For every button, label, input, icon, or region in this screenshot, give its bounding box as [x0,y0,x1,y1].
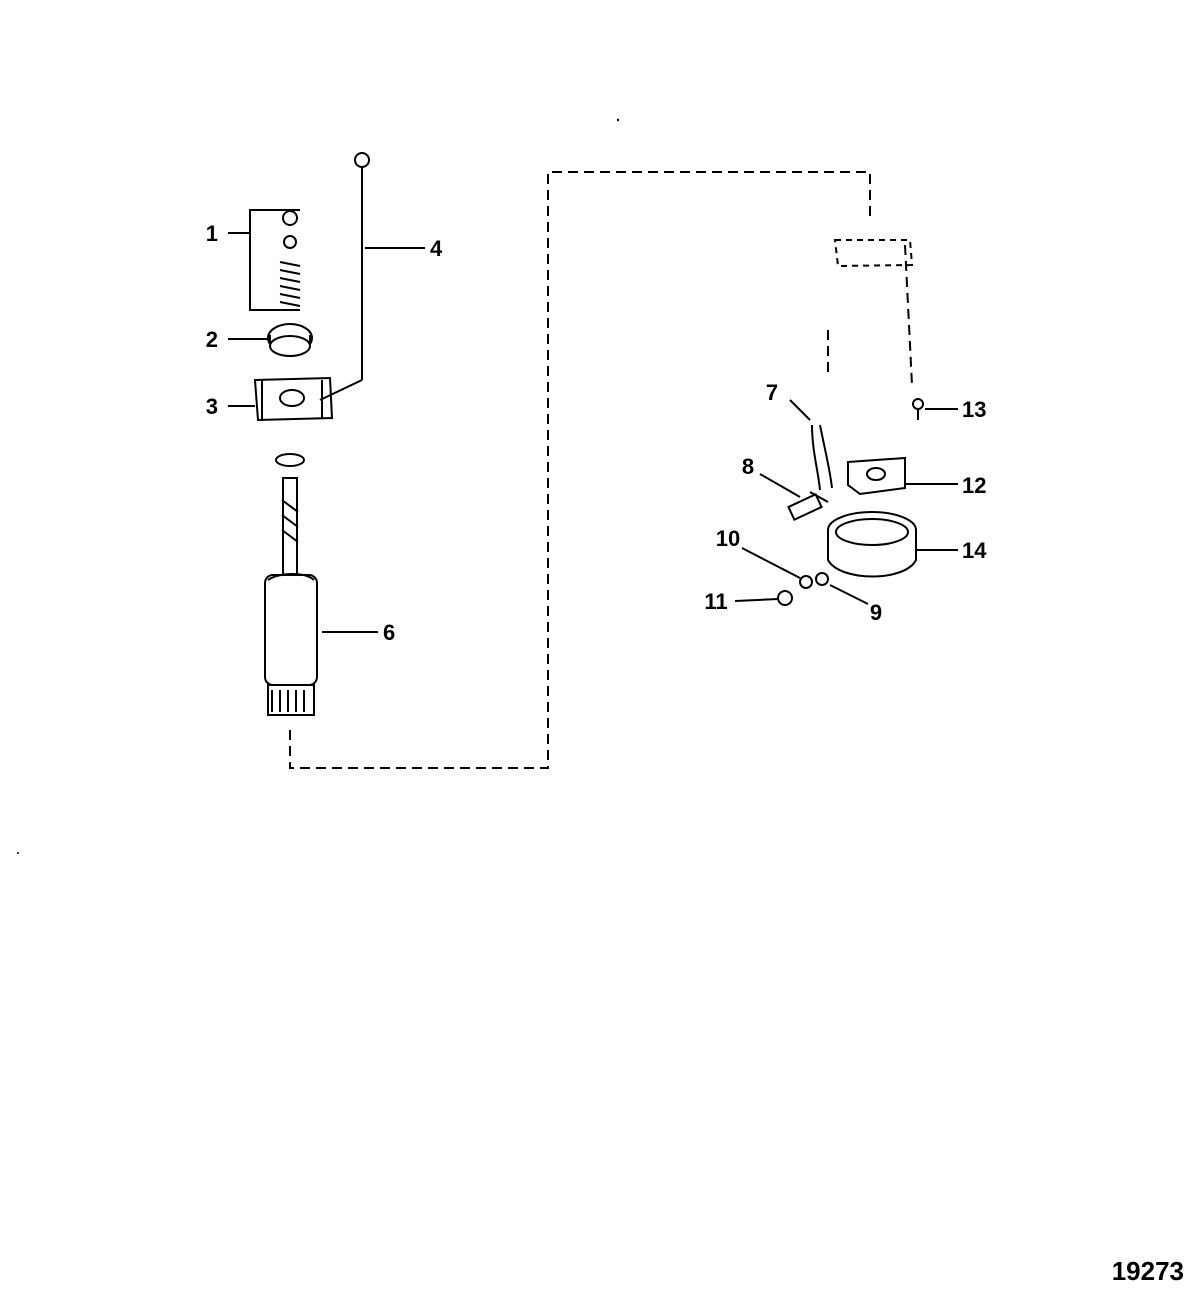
part-2-pinion-nut [267,323,313,357]
part-6-armature [264,477,318,716]
dashed-connector-line [289,171,871,769]
upper-bracket-part [833,239,914,268]
part-8-terminal-stud [787,491,829,522]
callout-3: 3 [206,394,218,419]
figure-number: 19273 [1111,1256,1184,1286]
part-13-screw [912,398,924,420]
callout-7: 7 [766,380,778,405]
callout-9: 9 [870,600,882,625]
callout-14: 14 [962,538,987,563]
part-7-lead-wire [811,424,833,491]
callout-2: 2 [206,327,218,352]
dashed-connector-line-13 [904,244,913,386]
part-14-commutator-end-housing [827,511,917,578]
callout-8: 8 [742,454,754,479]
callout-13: 13 [962,397,986,422]
callout-10: 10 [716,526,740,551]
callout-4: 4 [430,236,443,261]
callout-12: 12 [962,473,986,498]
callout-1: 1 [206,221,218,246]
part-12-brush-holder [847,456,906,496]
o-ring [275,453,305,467]
part-3-end-cap [253,376,334,422]
callout-6: 6 [383,620,395,645]
part-11-nut [777,590,793,606]
part-9-washer [815,572,829,586]
callout-11: 11 [704,589,727,614]
speck [17,852,19,854]
leader-lines [228,232,958,633]
speck [616,118,620,122]
part-4-through-bolt [319,152,370,401]
part-1-spring-assembly [249,209,301,311]
part-10-washer [799,575,813,589]
